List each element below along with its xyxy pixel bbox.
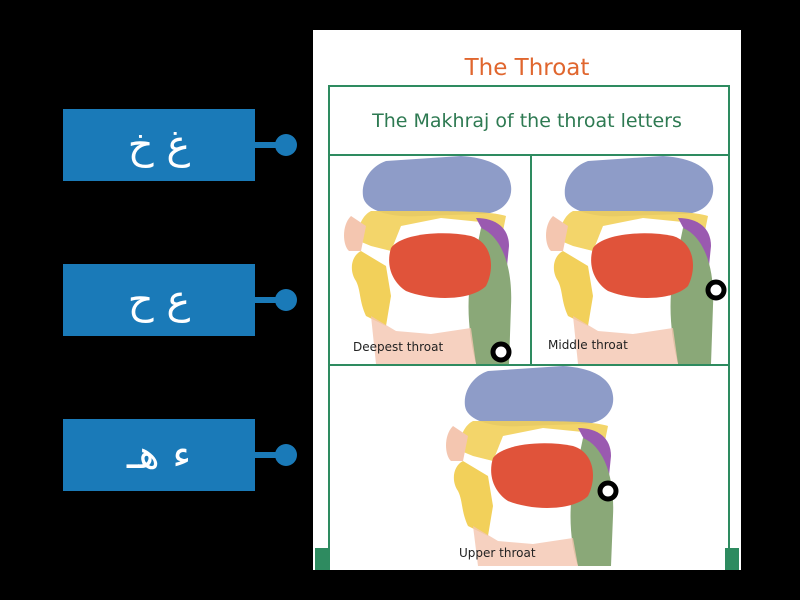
connector-dot[interactable] [275,134,297,156]
letter-tile-text: ء هـ [126,432,192,478]
divider [530,154,532,364]
cell-label-middle: Middle throat [548,338,628,352]
frame-foot-left [315,548,329,570]
letter-tile-ghain-kha[interactable]: غ خ [63,109,255,181]
panel-title: The Throat [464,55,590,81]
head-diagram-middle [546,156,727,364]
letter-tile-hamza-ha[interactable]: ء هـ [63,419,255,491]
divider [328,364,730,366]
diagram-subtitle: The Makhraj of the throat letters [372,110,682,132]
cell-label-deepest: Deepest throat [353,340,444,354]
head-diagram-deepest [344,156,512,364]
head-diagram-upper [446,366,619,566]
connector-line [255,142,279,148]
cell-label-upper: Upper throat [459,546,536,560]
throat-diagram-panel: The Throat The Makhraj of the throat let… [313,30,741,570]
frame-foot-right [725,548,739,570]
letter-tile-text: غ خ [127,122,191,168]
connector-line [255,297,279,303]
letter-tile-text: ع ح [127,277,191,323]
diagram-frame [328,85,730,570]
letter-tile-ain-ha[interactable]: ع ح [63,264,255,336]
connector-line [255,452,279,458]
connector-dot[interactable] [275,289,297,311]
divider [328,154,730,156]
connector-dot[interactable] [275,444,297,466]
